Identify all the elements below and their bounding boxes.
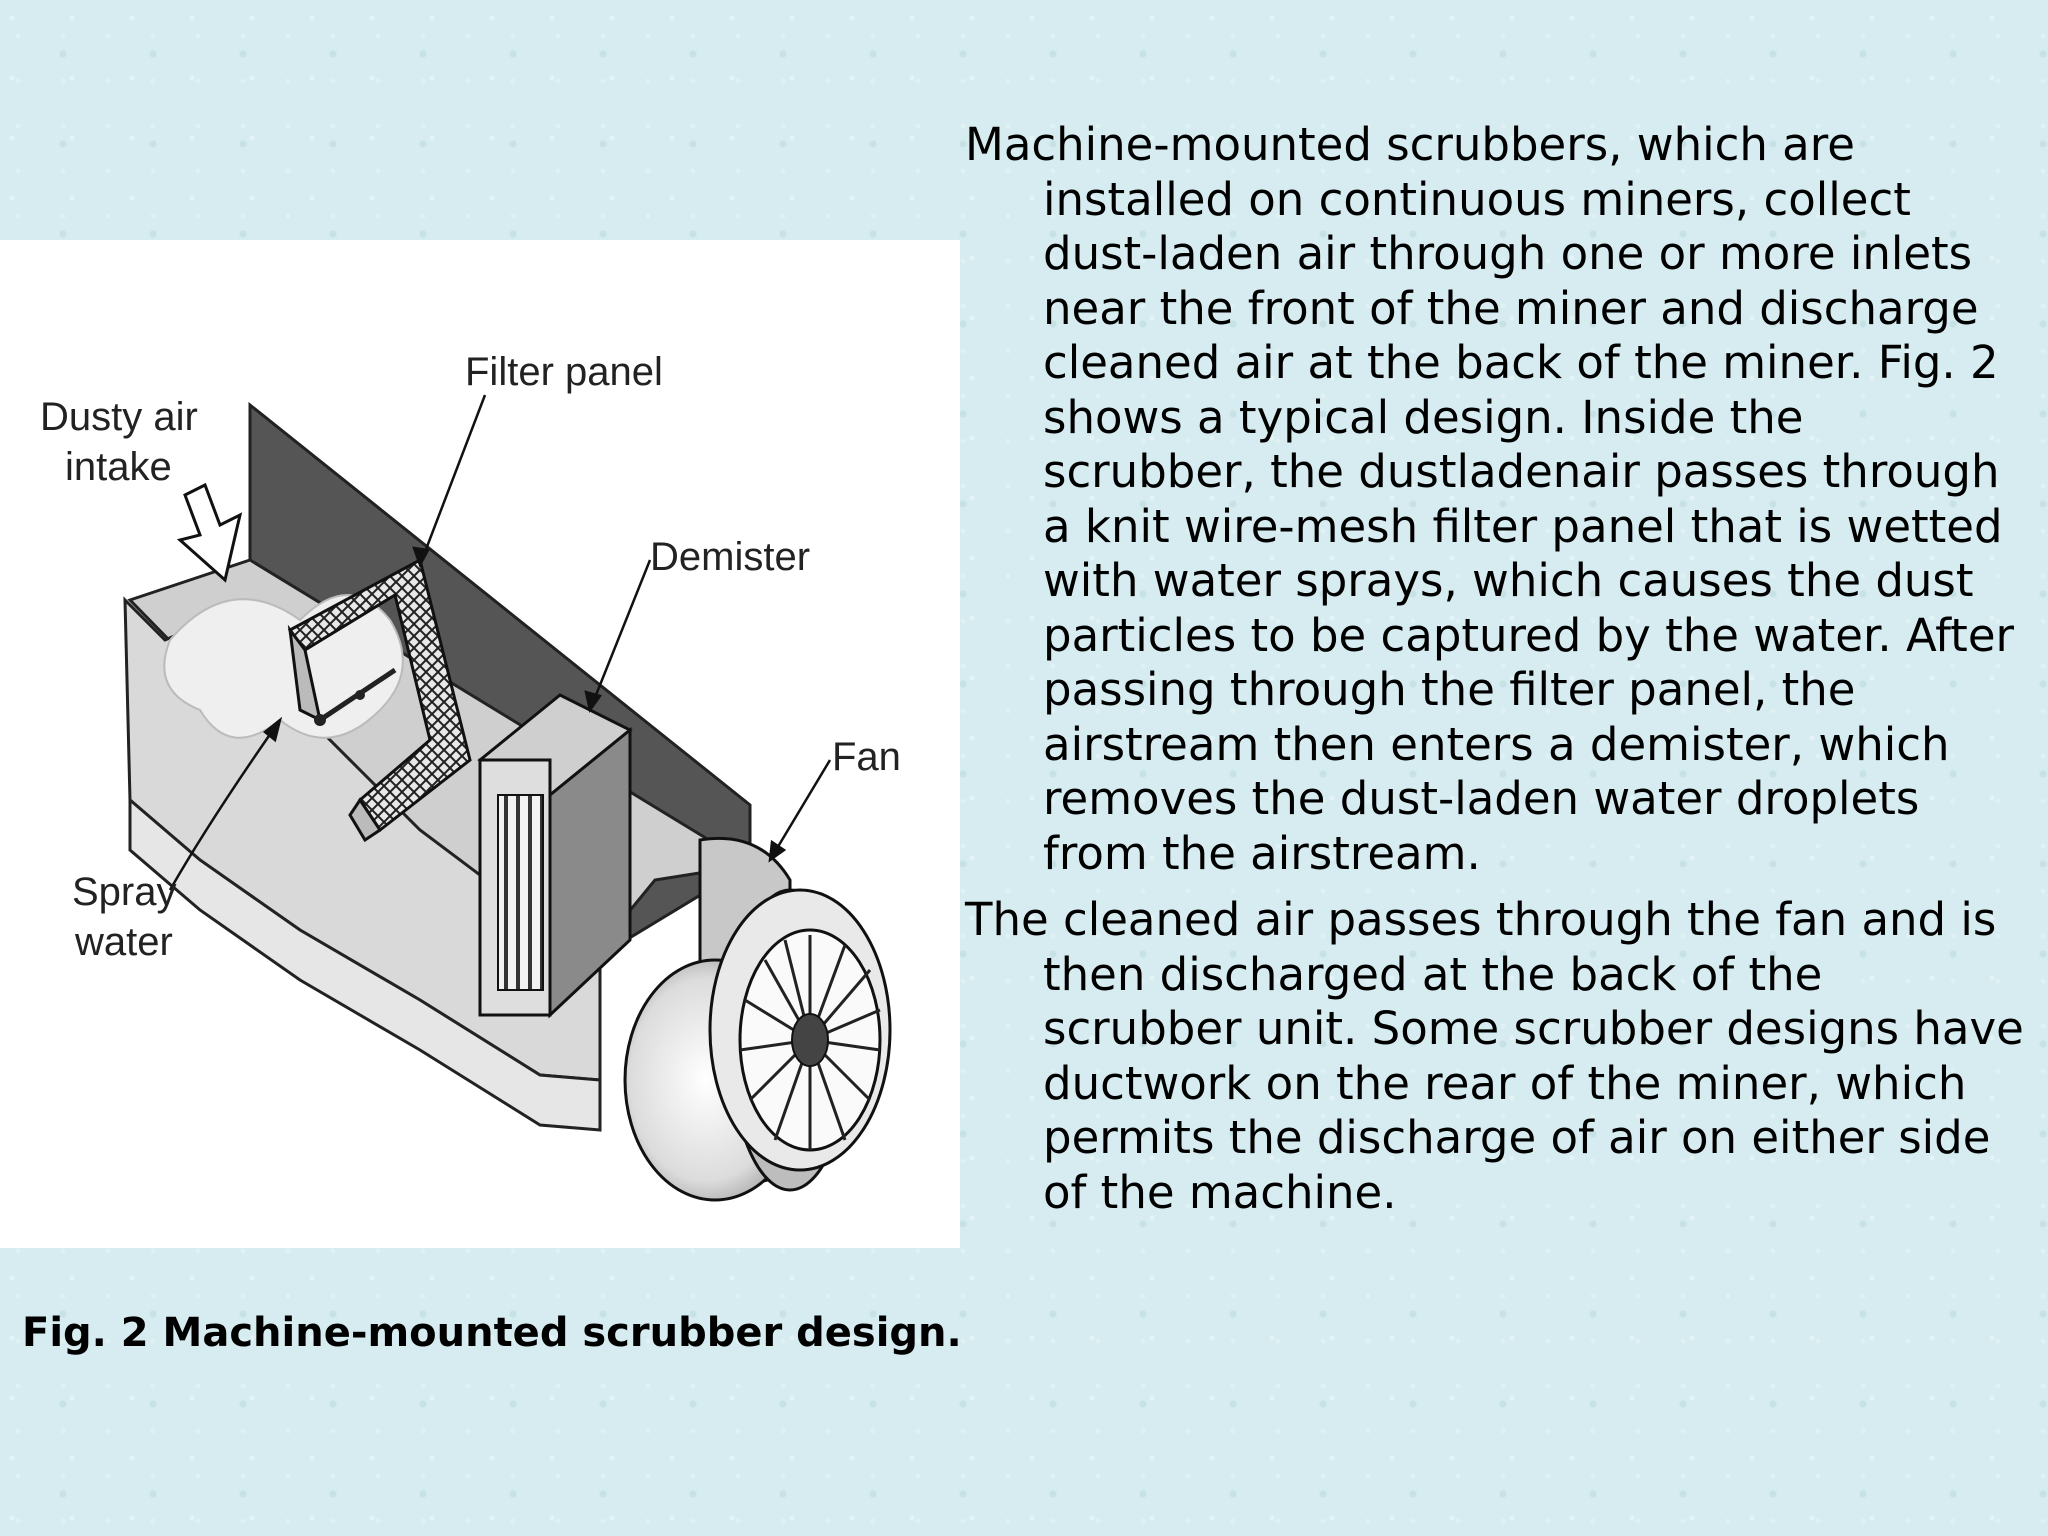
scrubber-diagram-svg: Dusty air intake Filter panel Demister F…	[40, 350, 901, 1202]
demister-leader-arrowhead	[584, 690, 603, 714]
label-fan: Fan	[832, 735, 901, 779]
fan-leader	[768, 759, 832, 861]
paragraph-fan-discharge: The cleaned air passes through the fan a…	[965, 893, 2024, 1219]
paragraph-scrubber-description: Machine-mounted scrubbers, which are ins…	[965, 118, 2015, 880]
intake-arrow	[176, 482, 243, 583]
spray-water-leader-arrowhead	[262, 716, 283, 743]
fan-leader-arrowhead	[768, 839, 787, 863]
label-dusty-air-intake-line1: Dusty air	[40, 395, 198, 439]
housing-front-face	[128, 796, 602, 1132]
label-demister: Demister	[650, 535, 810, 579]
spray-nozzle	[314, 667, 397, 726]
demister-box	[477, 693, 633, 1019]
scrubber-diagram: Dusty air intake Filter panel Demister F…	[0, 240, 960, 1248]
spray-water-leader	[168, 719, 282, 891]
label-dusty-air-intake-line2: intake	[65, 445, 172, 489]
label-spray-water-line1: Spray	[72, 870, 177, 914]
filter-panel-leader	[418, 394, 487, 566]
fan	[623, 836, 892, 1202]
figure-caption: Fig. 2 Machine-mounted scrubber design.	[22, 1310, 962, 1356]
body-text: Machine-mounted scrubbers, which are ins…	[965, 118, 2025, 1232]
label-filter-panel: Filter panel	[465, 350, 663, 394]
label-spray-water-line2: water	[74, 920, 173, 964]
demister-leader	[588, 559, 652, 711]
filter-panel-leader-arrowhead	[412, 546, 430, 569]
